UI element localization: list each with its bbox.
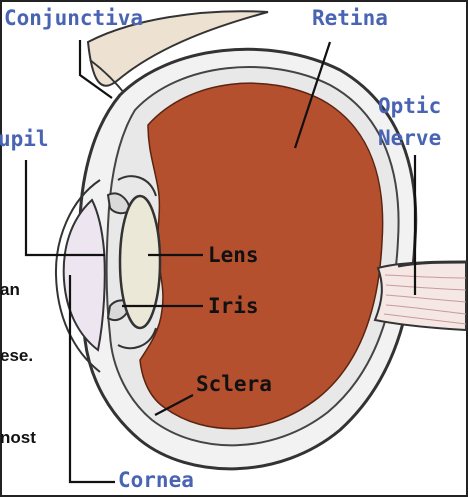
optic-nerve	[375, 262, 466, 330]
cropped-text-nost: nost	[0, 428, 36, 448]
cropped-text-ese: ese.	[0, 346, 33, 366]
label-pupil: upil	[0, 127, 49, 151]
cropped-text-an: an	[0, 280, 20, 300]
label-conjunctiva: Conjunctiva	[4, 6, 143, 30]
label-retina: Retina	[312, 6, 388, 30]
label-sclera: Sclera	[196, 372, 272, 396]
label-iris: Iris	[208, 294, 259, 318]
label-nerve: Nerve	[378, 126, 441, 150]
label-optic: Optic	[378, 94, 441, 118]
lens-shape	[120, 196, 160, 328]
label-lens: Lens	[208, 243, 259, 267]
label-cornea: Cornea	[118, 468, 194, 492]
